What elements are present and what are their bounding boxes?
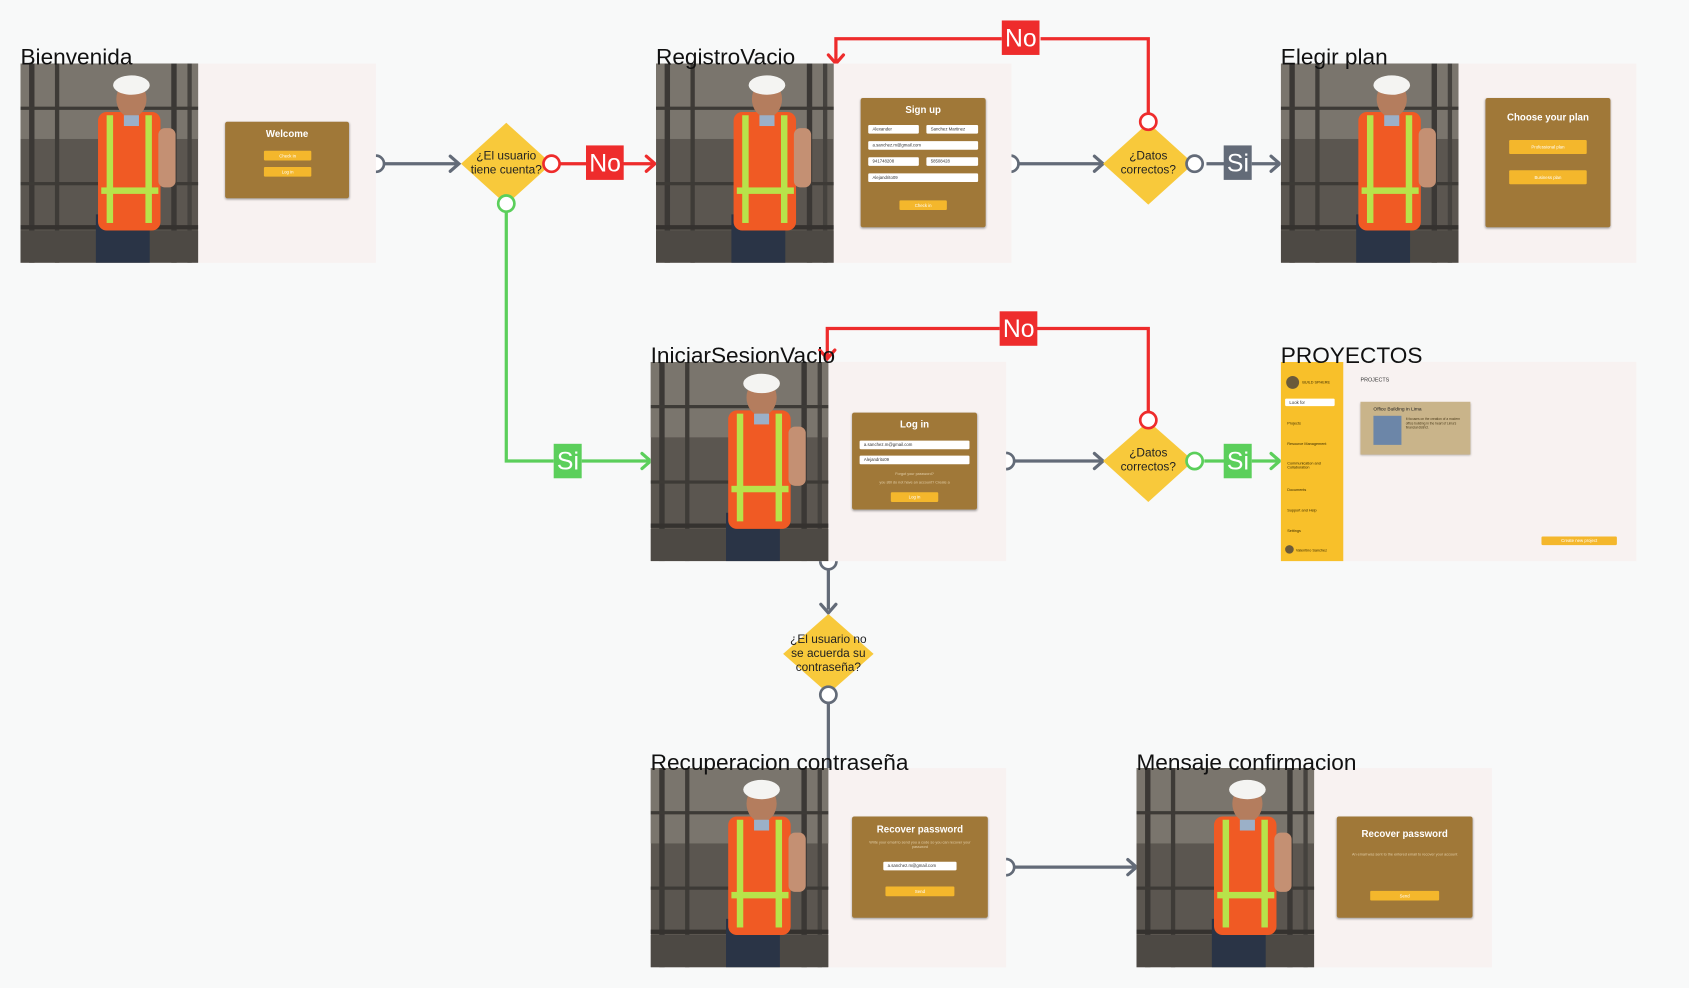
- email-field[interactable]: a.sanchez.m@gmail.com: [868, 141, 979, 150]
- last-name-field[interactable]: Sanchez Martinez: [926, 124, 979, 134]
- page-heading: PROJECTS: [1360, 377, 1390, 384]
- worker-photo: [650, 768, 829, 968]
- badge-no-datos-registro: No: [1001, 20, 1040, 55]
- signup-card: Sign up Alexander Sanchez Martinez a.san…: [860, 98, 986, 228]
- card-title: Recover password: [1361, 828, 1448, 840]
- sidebar-item-settings[interactable]: Settings: [1287, 528, 1301, 534]
- worker-photo: [1280, 63, 1459, 263]
- card-title: Welcome: [265, 128, 309, 139]
- create-account-link[interactable]: you still do not have an account? Create…: [879, 480, 950, 485]
- frame-iniciar-sesion[interactable]: Log in a.sanchez.m@gmail.com Alejandrito…: [650, 361, 1007, 562]
- frame-title-recuperacion: Recuperacion contraseña: [650, 750, 909, 776]
- frame-bienvenida[interactable]: Welcome Check in Log in: [20, 63, 376, 263]
- frame-title-proyectos: PROYECTOS: [1280, 343, 1423, 369]
- recover-hint: Write your email to send you a code so y…: [869, 840, 971, 849]
- badge-si-proyectos: Si: [1223, 443, 1253, 479]
- frame-recuperacion[interactable]: Recover password Write your email to sen…: [650, 768, 1007, 968]
- project-description: It focuses on the creation of a modern o…: [1405, 416, 1461, 430]
- frame-mensaje[interactable]: Recover password An email was sent to th…: [1136, 768, 1492, 968]
- brand-logo-icon: [1286, 375, 1300, 389]
- plan-card: Choose your plan Professional plan Busin…: [1485, 98, 1611, 228]
- card-title: Log in: [900, 419, 930, 430]
- check-in-button[interactable]: Check in: [899, 200, 947, 211]
- badge-si-elegir-plan: Si: [1223, 145, 1253, 180]
- confirmation-message: An email was sent to the entered email t…: [1351, 852, 1458, 857]
- frame-registro[interactable]: Sign up Alexander Sanchez Martinez a.san…: [656, 63, 1012, 263]
- business-plan-button[interactable]: Business plan: [1509, 170, 1587, 185]
- frame-elegir-plan[interactable]: Choose your plan Professional plan Busin…: [1280, 63, 1637, 263]
- building-image: [1373, 415, 1402, 445]
- project-name: Office Building in Lima: [1373, 406, 1422, 412]
- frame-title-registro: RegistroVacio: [656, 45, 796, 71]
- sidebar-item-documents[interactable]: Documents: [1287, 487, 1307, 493]
- log-in-button[interactable]: Log in: [890, 492, 939, 502]
- search-input[interactable]: Look for: [1285, 398, 1335, 407]
- card-title: Recover password: [876, 824, 964, 835]
- send-button[interactable]: Send: [885, 886, 955, 897]
- create-project-button[interactable]: Create new project: [1541, 536, 1617, 546]
- email-field[interactable]: a.sanchez.m@gmail.com: [859, 440, 970, 450]
- card-title: Choose your plan: [1506, 112, 1589, 123]
- worker-photo: [20, 63, 199, 263]
- recover-card: Recover password Write your email to sen…: [852, 816, 988, 918]
- dni-field[interactable]: 58508428: [926, 157, 979, 166]
- avatar: [1285, 545, 1294, 554]
- decision-datos-registro-label: ¿Datos correctos?: [1120, 149, 1176, 177]
- send-button[interactable]: Send: [1370, 890, 1440, 901]
- forgot-password-link[interactable]: Forgot your password?: [895, 471, 934, 477]
- log-in-button[interactable]: Log in: [263, 166, 312, 177]
- worker-photo: [1136, 768, 1315, 968]
- login-card: Log in a.sanchez.m@gmail.com Alejandrito…: [852, 412, 978, 510]
- sidebar-item-communication[interactable]: Communication and Collaboration: [1287, 461, 1321, 470]
- badge-si-login: Si: [553, 443, 583, 479]
- badge-no-datos-login: No: [999, 311, 1038, 346]
- decision-tiene-cuenta-label: ¿El usuario tiene cuenta?: [470, 149, 542, 177]
- project-card[interactable]: Office Building in Lima It focuses on th…: [1360, 401, 1471, 455]
- worker-photo: [656, 63, 834, 263]
- welcome-card: Welcome Check in Log in: [225, 121, 350, 199]
- password-field[interactable]: Alejandrito09: [868, 173, 979, 183]
- professional-plan-button[interactable]: Professional plan: [1509, 140, 1587, 155]
- brand-name: BUILD SPHERE: [1302, 380, 1331, 385]
- sidebar: BUILD SPHERE Look for Projects Resource …: [1280, 361, 1344, 562]
- user-name: Valentino Sanchez: [1295, 548, 1328, 553]
- sidebar-item-projects[interactable]: Projects: [1287, 421, 1301, 426]
- check-in-button[interactable]: Check in: [263, 150, 312, 161]
- worker-photo: [650, 361, 829, 562]
- sidebar-item-support[interactable]: Support and Help: [1287, 508, 1317, 513]
- decision-olvido-label: ¿El usuario no se acuerda su contraseña?: [790, 633, 867, 675]
- phone-field[interactable]: 941748208: [868, 157, 919, 166]
- email-field[interactable]: a.sanchez.m@gmail.com: [883, 861, 957, 871]
- password-field[interactable]: Alejandrito09: [859, 455, 970, 465]
- badge-no-registro: No: [585, 145, 625, 180]
- frame-proyectos[interactable]: BUILD SPHERE Look for Projects Resource …: [1280, 361, 1637, 562]
- frame-title-bienvenida: Bienvenida: [20, 45, 133, 71]
- frame-title-elegir-plan: Elegir plan: [1280, 45, 1388, 71]
- decision-datos-login-label: ¿Datos correctos?: [1120, 447, 1176, 474]
- confirmation-card: Recover password An email was sent to th…: [1336, 816, 1473, 918]
- card-title: Sign up: [905, 104, 941, 116]
- decision-olvido: [783, 614, 874, 694]
- sidebar-item-resources[interactable]: Resource Management: [1287, 441, 1327, 446]
- decision-datos-login: [1103, 421, 1194, 502]
- frame-title-iniciar-sesion: IniciarSesionVacio: [650, 343, 836, 369]
- first-name-field[interactable]: Alexander: [868, 124, 919, 134]
- frame-title-mensaje: Mensaje confirmacion: [1136, 750, 1357, 776]
